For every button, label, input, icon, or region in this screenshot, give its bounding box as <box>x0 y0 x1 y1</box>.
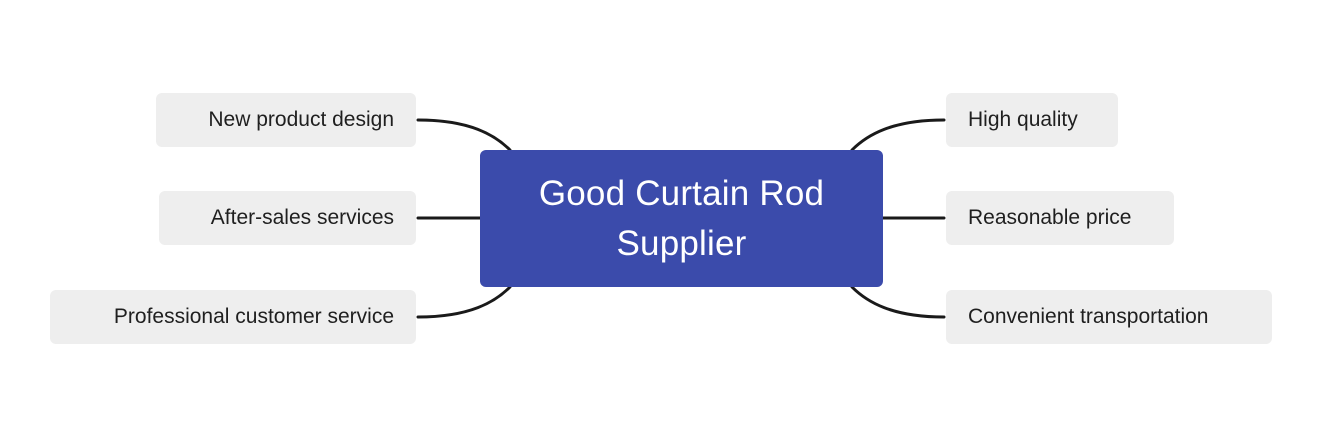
topic-label: Professional customer service <box>113 305 394 328</box>
connector-convenient-transportation <box>850 285 946 319</box>
topic-reasonable-price[interactable]: Reasonable price <box>946 191 1174 245</box>
connector-new-product-design <box>416 118 512 152</box>
central-topic[interactable]: Good Curtain Rod Supplier <box>480 150 883 287</box>
topic-professional-customer-service[interactable]: Professional customer service <box>50 290 416 344</box>
topic-label: Convenient transportation <box>968 305 1209 328</box>
topic-after-sales-services[interactable]: After-sales services <box>159 191 416 245</box>
topic-convenient-transportation[interactable]: Convenient transportation <box>946 290 1272 344</box>
topic-label: Reasonable price <box>968 206 1132 229</box>
topic-label: New product design <box>208 108 394 131</box>
connector-high-quality <box>850 118 946 152</box>
topic-label: After-sales services <box>210 206 394 229</box>
topic-label: High quality <box>968 108 1078 131</box>
connector-professional-customer-service <box>416 285 512 319</box>
topic-high-quality[interactable]: High quality <box>946 93 1118 147</box>
topic-new-product-design[interactable]: New product design <box>156 93 416 147</box>
central-topic-title: Good Curtain Rod Supplier <box>538 173 825 263</box>
